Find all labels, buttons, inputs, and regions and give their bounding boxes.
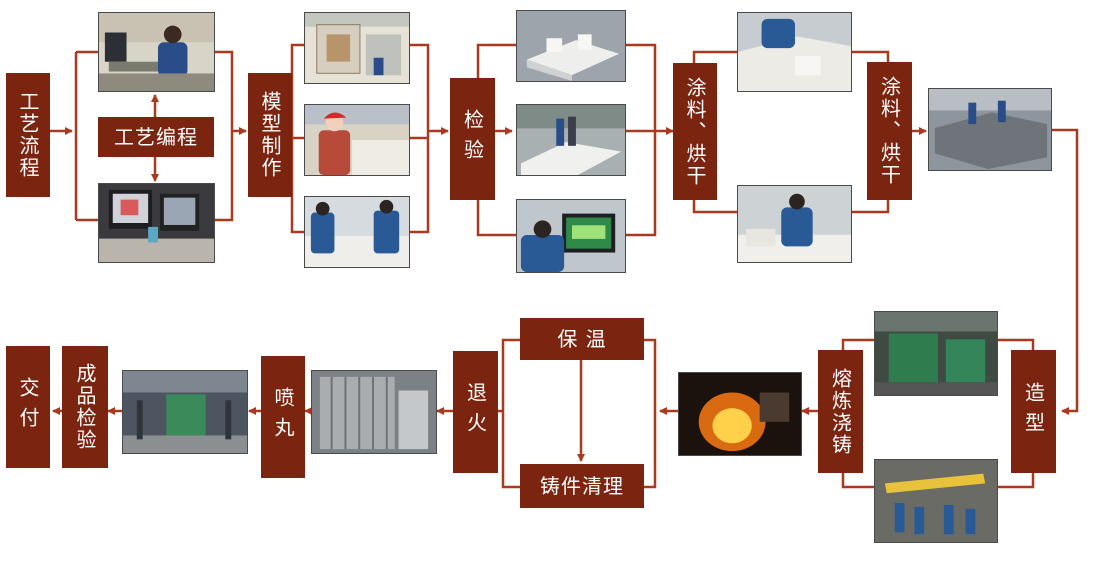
- bracket-inspection-right: [626, 43, 657, 237]
- photo-molding-line: [874, 311, 998, 396]
- step-final-inspection: 成品检验: [62, 346, 108, 468]
- photo-pouring-crane: [874, 459, 998, 543]
- bracket-programming-right: [215, 50, 234, 222]
- photo-foam-pattern-1: [516, 10, 626, 82]
- photo-annealing-furnace: [311, 370, 437, 454]
- bracket-inspection-left: [476, 43, 516, 237]
- bracket-melting-right: [841, 338, 874, 489]
- step-inspection: 检验: [450, 78, 495, 200]
- step-casting-cleaning: 铸件清理: [520, 464, 644, 508]
- step-shot-blasting: 喷丸: [261, 356, 305, 478]
- photo-molten-metal: [678, 372, 802, 456]
- bracket-molding: [998, 338, 1035, 489]
- photo-cnc-machine: [304, 12, 410, 84]
- photo-coating-work: [737, 12, 852, 92]
- step-pattern-making: 模型制作: [248, 73, 292, 197]
- photo-inspection-screen: [516, 199, 626, 273]
- step-process-programming: 工艺编程: [98, 117, 214, 157]
- bracket-coating-1-right: [852, 50, 890, 214]
- bracket-pattern-left: [290, 43, 304, 234]
- photo-operator-at-computer: [98, 12, 215, 92]
- photo-pattern-assembly: [304, 196, 410, 268]
- bracket-pattern-right: [410, 43, 430, 234]
- photo-pattern-worker: [304, 104, 410, 176]
- bracket-heat-right: [644, 338, 657, 489]
- photo-programming-monitors: [98, 183, 215, 263]
- step-coating-drying-2: 涂料、烘干: [867, 62, 912, 200]
- photo-coating-worker: [737, 185, 852, 263]
- step-coating-drying-1: 涂料、烘干: [673, 63, 717, 200]
- bracket-heat-left: [501, 338, 520, 489]
- step-annealing: 退火: [453, 351, 498, 473]
- photo-shot-blasting-room: [122, 370, 248, 454]
- arrow-to-molding: [1052, 128, 1079, 415]
- bracket-coating-1-left: [692, 50, 737, 214]
- bracket-programming-left: [74, 50, 98, 222]
- step-process-flow: 工艺流程: [6, 73, 50, 197]
- photo-coated-molds: [928, 88, 1052, 171]
- step-delivery: 交付: [6, 346, 50, 468]
- step-melting-pouring: 熔炼浇铸: [818, 350, 863, 473]
- step-heat-preservation: 保 温: [520, 318, 644, 360]
- photo-foam-pattern-2: [516, 104, 626, 176]
- step-molding: 造型: [1011, 350, 1056, 473]
